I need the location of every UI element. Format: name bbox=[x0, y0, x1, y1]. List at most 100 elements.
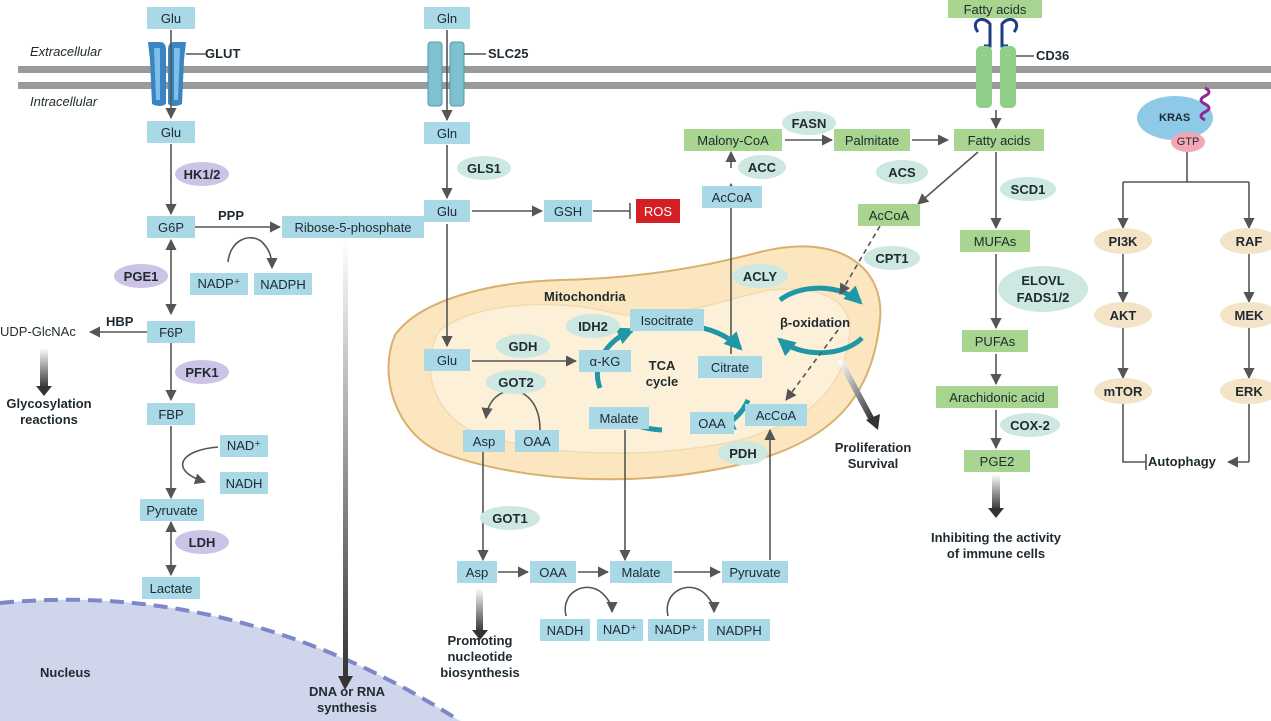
cell-membrane bbox=[18, 66, 1271, 89]
gsh-node: GSH bbox=[544, 200, 592, 222]
cyto-pyruvate-node: Pyruvate bbox=[722, 561, 788, 583]
nucleotide-biosynthesis-label: Promoting nucleotide biosynthesis bbox=[420, 633, 540, 681]
beta-oxidation-label: β-oxidation bbox=[780, 315, 851, 330]
udp-glcnac-label: UDP-GlcNAc bbox=[0, 324, 76, 339]
malonyl-coa-node: Malony-CoA bbox=[684, 129, 782, 151]
glutamate-node: Glu bbox=[424, 200, 470, 222]
fbp-node: FBP bbox=[147, 403, 195, 425]
fatty-acids-extracellular: Fatty acids bbox=[948, 0, 1042, 18]
acly-enzyme: ACLY bbox=[732, 264, 788, 288]
glutamine-extracellular: Gln bbox=[424, 7, 470, 29]
cyto-nadh-node: NADH bbox=[540, 619, 590, 641]
mito-acoa-node: AcCoA bbox=[745, 404, 807, 426]
proliferation-survival-label: Proliferation Survival bbox=[818, 440, 928, 472]
fatty-acids-intracellular: Fatty acids bbox=[954, 129, 1044, 151]
extracellular-label: Extracellular bbox=[30, 44, 102, 59]
tca-label-line-2: cycle bbox=[645, 374, 679, 389]
glutamine-intracellular: Gln bbox=[424, 122, 470, 144]
nadp-node: NADP⁺ bbox=[190, 273, 248, 295]
erk-node: ERK bbox=[1220, 378, 1271, 404]
glycosylation-line-1: Glycosylation bbox=[6, 396, 92, 411]
nucleus-label: Nucleus bbox=[40, 665, 91, 680]
elovl-fads-enzyme: ELOVL FADS1/2 bbox=[998, 266, 1088, 312]
intracellular-label: Intracellular bbox=[30, 94, 98, 109]
dna-line-2: synthesis bbox=[317, 700, 377, 715]
malate-node: Malate bbox=[589, 407, 649, 429]
cyto-nadp-node: NADP⁺ bbox=[648, 619, 704, 641]
cd36-transporter bbox=[973, 18, 1019, 108]
immune-inhibition-label: Inhibiting the activity of immune cells bbox=[910, 530, 1082, 562]
tca-cycle-label: TCA cycle bbox=[642, 358, 682, 390]
promoting-line-3: biosynthesis bbox=[440, 665, 520, 680]
cd36-label: CD36 bbox=[1036, 48, 1070, 63]
isocitrate-node: Isocitrate bbox=[630, 309, 704, 331]
lactate-node: Lactate bbox=[142, 577, 200, 599]
hk12-enzyme: HK1/2 bbox=[175, 162, 229, 186]
pge1-enzyme: PGE1 bbox=[114, 264, 168, 288]
slc25-label: SLC25 bbox=[488, 46, 529, 61]
gls1-enzyme: GLS1 bbox=[457, 156, 511, 180]
proliferation-line-2: Survival bbox=[847, 456, 899, 471]
hbp-label: HBP bbox=[106, 314, 134, 329]
dna-line-1: DNA or RNA bbox=[308, 684, 386, 699]
f6p-node: F6P bbox=[147, 321, 195, 343]
cpt1-enzyme: CPT1 bbox=[864, 246, 920, 270]
raf-node: RAF bbox=[1220, 228, 1271, 254]
lipid-arrows bbox=[725, 110, 1002, 450]
gtp-node: GTP bbox=[1171, 132, 1205, 152]
pyruvate-node: Pyruvate bbox=[140, 499, 204, 521]
cyto-malate-node: Malate bbox=[610, 561, 672, 583]
promoting-line-1: Promoting bbox=[447, 633, 513, 648]
pi3k-node: PI3K bbox=[1094, 228, 1152, 254]
ppp-label: PPP bbox=[218, 208, 245, 223]
glucose-extracellular: Glu bbox=[147, 7, 195, 29]
ldh-enzyme: LDH bbox=[175, 530, 229, 554]
kras-label: KRAS bbox=[1159, 112, 1191, 124]
tca-label-line-1: TCA bbox=[648, 358, 676, 373]
ros-node: ROS bbox=[636, 199, 680, 223]
mtor-node: mTOR bbox=[1094, 378, 1152, 404]
cyto-nadph-node: NADPH bbox=[708, 619, 770, 641]
asp-node: Asp bbox=[463, 430, 505, 452]
got1-enzyme: GOT1 bbox=[480, 506, 540, 530]
inhibit-line-2: of immune cells bbox=[946, 546, 1046, 561]
fads-label: FADS1/2 bbox=[1016, 290, 1070, 305]
proliferation-line-1: Proliferation bbox=[834, 440, 912, 455]
inhibit-line-1: Inhibiting the activity bbox=[930, 530, 1061, 545]
glut-transporter bbox=[148, 42, 186, 106]
pufas-node: PUFAs bbox=[962, 330, 1028, 352]
oaa-node: OAA bbox=[690, 412, 734, 434]
glycolysis-arrows bbox=[88, 30, 282, 577]
got2-enzyme: GOT2 bbox=[486, 370, 546, 394]
acs-enzyme: ACS bbox=[876, 160, 928, 184]
dna-rna-synthesis-label: DNA or RNA synthesis bbox=[282, 684, 412, 716]
cox2-enzyme: COX-2 bbox=[1000, 413, 1060, 437]
mek-node: MEK bbox=[1220, 302, 1271, 328]
nad-node: NAD⁺ bbox=[220, 435, 268, 457]
glut-label: GLUT bbox=[205, 46, 241, 61]
arachidonic-acid-node: Arachidonic acid bbox=[936, 386, 1058, 408]
citrate-node: Citrate bbox=[698, 356, 762, 378]
lipid-acoa-node: AcCoA bbox=[858, 204, 920, 226]
cyto-oaa-node: OAA bbox=[530, 561, 576, 583]
g6p-node: G6P bbox=[147, 216, 195, 238]
mufas-node: MUFAs bbox=[960, 230, 1030, 252]
slc25-tick-line bbox=[464, 53, 486, 55]
cyto-asp-node: Asp bbox=[457, 561, 497, 583]
nadh-node: NADH bbox=[220, 472, 268, 494]
ribose-5-phosphate-node: Ribose-5-phosphate bbox=[282, 216, 424, 238]
kras-arrows bbox=[1117, 152, 1255, 470]
cyto-nad-node: NAD⁺ bbox=[597, 619, 643, 641]
fasn-enzyme: FASN bbox=[782, 111, 836, 135]
elovl-label: ELOVL bbox=[1021, 273, 1065, 288]
akt-node: AKT bbox=[1094, 302, 1152, 328]
mito-glutamate-node: Glu bbox=[424, 349, 470, 371]
palmitate-node: Palmitate bbox=[834, 129, 910, 151]
glutamine-arrows bbox=[441, 30, 776, 617]
acc-enzyme: ACC bbox=[738, 155, 786, 179]
alpha-kg-node: α-KG bbox=[579, 350, 631, 372]
nadph-node: NADPH bbox=[254, 273, 312, 295]
glycosylation-line-2: reactions bbox=[20, 412, 78, 427]
glut-tick-line bbox=[186, 53, 206, 55]
